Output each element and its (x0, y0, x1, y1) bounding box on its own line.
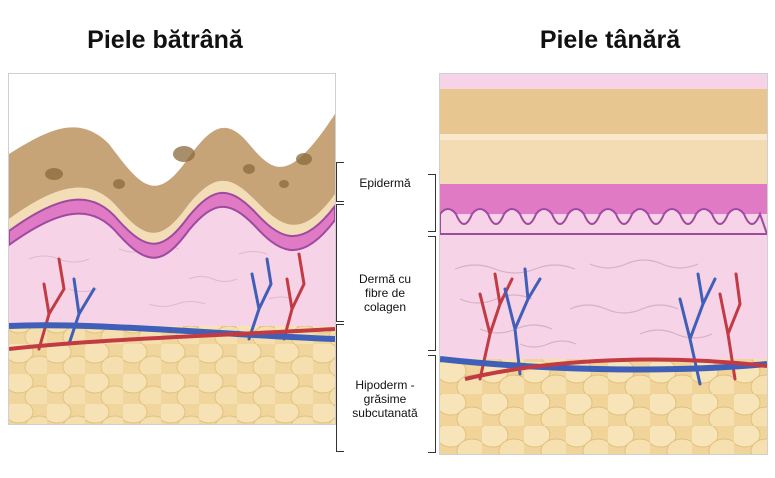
old-hypodermis (9, 326, 335, 424)
old-hypodermis-bracket (336, 324, 344, 452)
old-skin-illustration (9, 74, 335, 424)
old-epidermis-bracket (336, 162, 344, 202)
hypodermis-label: Hipoderm - grăsime subcutanată (352, 378, 418, 420)
age-spots (45, 146, 312, 189)
young-skin-illustration (440, 74, 767, 454)
young-hypodermis-bracket (428, 355, 436, 453)
young-epidermis-bracket (428, 174, 436, 232)
epidermis-label: Epidermă (359, 176, 411, 190)
old-epidermis (9, 114, 335, 233)
old-skin-title: Piele bătrână (87, 26, 243, 54)
young-blood-vessels (478, 267, 742, 386)
young-collagen-fibers (454, 259, 713, 348)
old-dermis-bracket (336, 204, 344, 322)
young-skin-title: Piele tânără (539, 26, 681, 54)
dermis-label: Dermă cu fibre de colagen (358, 272, 411, 314)
old-blood-vessels (37, 252, 306, 351)
young-dermis-bracket (428, 236, 436, 351)
